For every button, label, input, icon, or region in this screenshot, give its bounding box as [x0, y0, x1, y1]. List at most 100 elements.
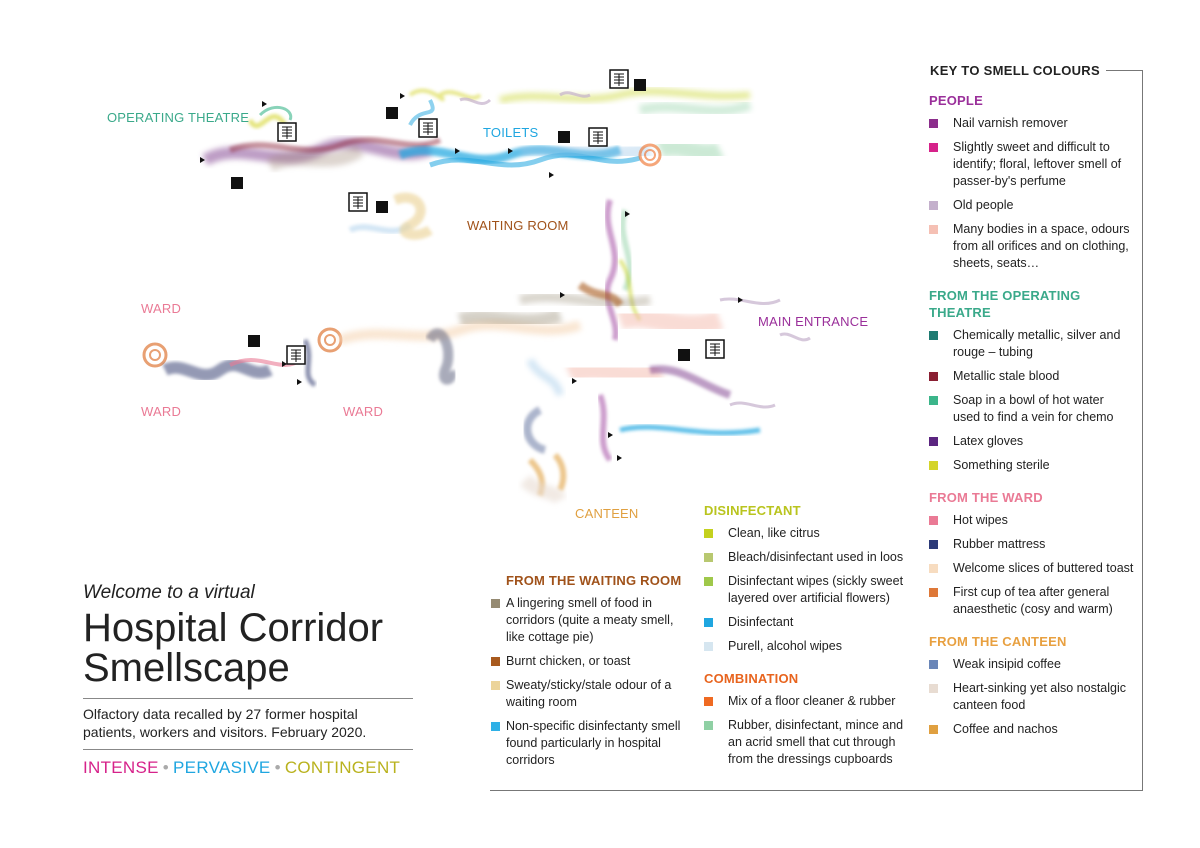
key-frame-top-line: [1090, 70, 1142, 71]
legend-item-label: Hot wipes: [953, 513, 1008, 527]
legend-item-label: Sweaty/sticky/stale odour of a waiting r…: [506, 678, 672, 709]
color-swatch: [929, 540, 938, 549]
legend-item: Soap in a bowl of hot water used to find…: [929, 392, 1134, 426]
subtitle: Olfactory data recalled by 27 former hos…: [83, 706, 367, 740]
legend-column-middle: DISINFECTANT Clean, like citrus Bleach/d…: [704, 502, 904, 775]
page-title: Hospital Corridor Smellscape: [83, 608, 413, 688]
legend-item: Non-specific disinfectanty smell found p…: [484, 718, 684, 769]
legend-item: Rubber mattress: [929, 536, 1134, 553]
canteen-plumes: [520, 406, 567, 505]
legend-heading-disinfectant: DISINFECTANT: [704, 503, 801, 518]
label-operating-theatre: OPERATING THEATRE: [107, 110, 250, 125]
legend-group-disinfectant: DISINFECTANT Clean, like citrus Bleach/d…: [704, 502, 904, 655]
legend-item: Weak insipid coffee: [929, 656, 1134, 673]
legend-item-label: Purell, alcohol wipes: [728, 639, 842, 653]
label-canteen: CANTEEN: [575, 506, 639, 521]
legend-item-label: Bleach/disinfectant used in loos: [728, 550, 904, 564]
legend-item-label: Heart-sinking yet also nostalgic canteen…: [953, 681, 1126, 712]
legend-item: Many bodies in a space, odours from all …: [929, 221, 1134, 272]
legend-item: Chemically metallic, silver and rouge – …: [929, 327, 1134, 361]
legend-item-label: Chemically metallic, silver and rouge – …: [953, 328, 1121, 359]
legend-item: Latex gloves: [929, 433, 1134, 450]
title-block: Welcome to a virtual Hospital Corridor S…: [83, 582, 413, 778]
legend-item: Bleach/disinfectant used in loos: [704, 549, 904, 566]
legend-item-label: Rubber, disinfectant, mince and an acrid…: [728, 718, 904, 766]
tag-contingent: CONTINGENT: [284, 758, 401, 777]
legend-group-ward: FROM THE WARD Hot wipes Rubber mattress …: [929, 489, 1134, 618]
legend-item-label: Something sterile: [953, 458, 1050, 472]
color-swatch: [929, 516, 938, 525]
color-swatch: [491, 599, 500, 608]
legend-item-label: Latex gloves: [953, 434, 1024, 448]
legend-item-label: Weak insipid coffee: [953, 657, 1061, 671]
legend-group-operating-theatre: FROM THE OPERATING THEATRE Chemically me…: [929, 287, 1134, 474]
legend-item-label: Many bodies in a space, odours from all …: [953, 222, 1130, 270]
legend-column-right: PEOPLE Nail varnish remover Slightly swe…: [929, 92, 1134, 745]
color-swatch: [929, 684, 938, 693]
color-swatch: [929, 331, 938, 340]
legend-item: Hot wipes: [929, 512, 1134, 529]
color-swatch: [704, 553, 713, 562]
color-swatch: [491, 657, 500, 666]
legend-heading-people: PEOPLE: [929, 93, 983, 108]
page-title-line-1: Hospital Corridor: [83, 606, 384, 650]
upper-corridor-plumes: [202, 87, 752, 240]
legend-item-label: Soap in a bowl of hot water used to find…: [953, 393, 1114, 424]
divider: [83, 749, 413, 750]
legend-item: Slightly sweet and difficult to identify…: [929, 139, 1134, 190]
legend-item: Mix of a floor cleaner & rubber: [704, 693, 904, 710]
color-swatch: [929, 588, 938, 597]
divider: [83, 698, 413, 699]
color-swatch: [929, 660, 938, 669]
legend-item: Clean, like citrus: [704, 525, 904, 542]
legend-item: Disinfectant wipes (sickly sweet layered…: [704, 573, 904, 607]
legend-item: Nail varnish remover: [929, 115, 1134, 132]
color-swatch: [491, 722, 500, 731]
legend-item: Sweaty/sticky/stale odour of a waiting r…: [484, 677, 684, 711]
color-swatch: [929, 396, 938, 405]
legend-item: Burnt chicken, or toast: [484, 653, 684, 670]
legend-item-label: Disinfectant wipes (sickly sweet layered…: [728, 574, 904, 605]
color-swatch: [929, 725, 938, 734]
legend-column-left: FROM THE WAITING ROOM A lingering smell …: [484, 572, 684, 776]
legend-heading-combination: COMBINATION: [704, 671, 799, 686]
legend-item-label: Disinfectant: [728, 615, 794, 629]
legend-heading-waiting-room: FROM THE WAITING ROOM: [506, 573, 682, 588]
legend-item-label: Slightly sweet and difficult to identify…: [953, 140, 1122, 188]
legend-item-label: Coffee and nachos: [953, 722, 1058, 736]
label-ward-bottom-right: WARD: [343, 404, 384, 419]
color-swatch: [704, 642, 713, 651]
legend-item: Heart-sinking yet also nostalgic canteen…: [929, 680, 1134, 714]
legend-item-label: Metallic stale blood: [953, 369, 1060, 383]
legend-item-label: First cup of tea after general anaesthet…: [953, 585, 1113, 616]
legend-item: Welcome slices of buttered toast: [929, 560, 1134, 577]
page-title-line-2: Smellscape: [83, 646, 290, 690]
legend-item: Something sterile: [929, 457, 1134, 474]
key-frame: [490, 70, 1143, 791]
legend-group-combination: COMBINATION Mix of a floor cleaner & rub…: [704, 670, 904, 768]
color-swatch: [704, 721, 713, 730]
legend-item: A lingering smell of food in corridors (…: [484, 595, 684, 646]
separator-dot: •: [274, 758, 281, 777]
legend-group-canteen: FROM THE CANTEEN Weak insipid coffee Hea…: [929, 633, 1134, 738]
legend-heading-ward: FROM THE WARD: [929, 490, 1043, 505]
color-swatch: [491, 681, 500, 690]
legend-heading-canteen: FROM THE CANTEEN: [929, 634, 1067, 649]
legend-item-label: Welcome slices of buttered toast: [953, 561, 1134, 575]
key-title: KEY TO SMELL COLOURS: [930, 63, 1106, 78]
legend-item: Disinfectant: [704, 614, 904, 631]
legend-heading-operating-theatre: FROM THE OPERATING THEATRE: [929, 288, 1081, 320]
color-swatch: [929, 225, 938, 234]
color-swatch: [704, 697, 713, 706]
entrance-plumes: [526, 297, 811, 462]
legend-item-label: Nail varnish remover: [953, 116, 1068, 130]
label-toilets: TOILETS: [483, 125, 539, 140]
color-swatch: [929, 119, 938, 128]
color-swatch: [929, 461, 938, 470]
legend-group-people: PEOPLE Nail varnish remover Slightly swe…: [929, 92, 1134, 272]
legend-item-label: Non-specific disinfectanty smell found p…: [506, 719, 681, 767]
label-ward-bottom-left: WARD: [141, 404, 182, 419]
color-swatch: [929, 143, 938, 152]
separator-dot: •: [162, 758, 170, 777]
